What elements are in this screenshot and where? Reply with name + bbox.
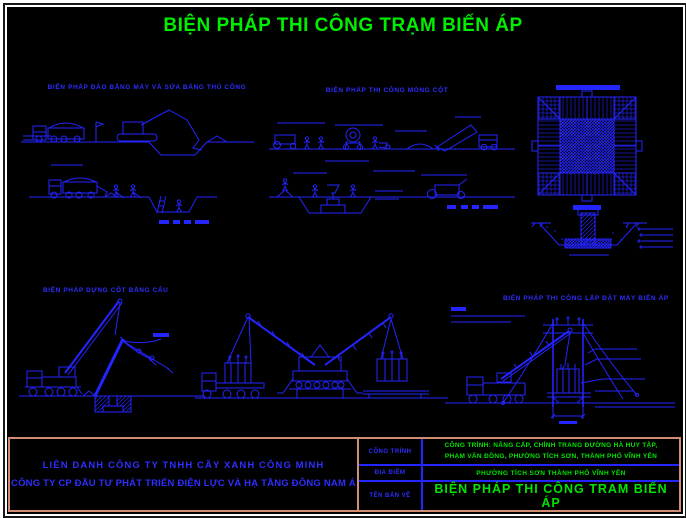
pole-erection-scene-drawing: [19, 298, 205, 413]
title-block: LIÊN DANH CÔNG TY TNHH CÂY XANH CÔNG MIN…: [8, 437, 681, 512]
foundation-drawing-title: BIỆN PHÁP THI CÔNG MÓNG CỘT: [325, 87, 449, 94]
transformer-installation-scene-drawing: [445, 307, 675, 424]
project-label: CÔNG TRÌNH: [359, 439, 423, 465]
foundation-plan-section-drawing: [531, 85, 673, 256]
location-value: PHƯỜNG TÍCH SƠN THÀNH PHỐ VĨNH YÊN: [476, 469, 626, 477]
title-block-rows: CÔNG TRÌNH CÔNG TRÌNH: NÂNG CẤP, CHỈNH T…: [359, 439, 679, 510]
title-block-row-project: CÔNG TRÌNH CÔNG TRÌNH: NÂNG CẤP, CHỈNH T…: [359, 439, 679, 467]
page-title: BIỆN PHÁP THI CÔNG TRẠM BIẾN ÁP: [163, 15, 523, 36]
project-value: CÔNG TRÌNH: NÂNG CẤP, CHỈNH TRANG ĐƯỜNG …: [423, 439, 679, 464]
project-value-line1: CÔNG TRÌNH: NÂNG CẤP, CHỈNH TRANG ĐƯỜNG …: [444, 441, 658, 449]
contractor-line2: CÔNG TY CP ĐẦU TƯ PHÁT TRIỂN ĐIỆN LỰC VÀ…: [11, 478, 356, 489]
transformer-install-drawing-title: BIỆN PHÁP THI CÔNG LẮP ĐẶT MÁY BIẾN ÁP: [503, 295, 669, 302]
transformer-lifting-scene-drawing: [195, 313, 448, 399]
drawing-canvas: BIỆN PHÁP THI CÔNG TRẠM BIẾN ÁP BIỆN PHÁ…: [7, 7, 683, 514]
title-block-row-location: ĐỊA ĐIỂM PHƯỜNG TÍCH SƠN THÀNH PHỐ VĨNH …: [359, 466, 679, 482]
pole-erection-drawing-title: BIỆN PHÁP DỰNG CỘT BẰNG CẨU: [43, 287, 169, 294]
excavation-scene-drawing: [21, 109, 254, 224]
contractor-cell: LIÊN DANH CÔNG TY TNHH CÂY XANH CÔNG MIN…: [10, 439, 359, 510]
drawing-name-label: TÊN BẢN VẼ: [359, 482, 423, 510]
location-label: ĐỊA ĐIỂM: [359, 466, 423, 480]
foundation-scene-drawing: [269, 116, 515, 214]
project-value-line2: PHẠM VĂN ĐỒNG, PHƯỜNG TÍCH SƠN, THÀNH PH…: [444, 452, 658, 460]
title-block-row-drawing-name: TÊN BẢN VẼ BIỆN PHÁP THI CÔNG TRAM BIẾN …: [359, 482, 679, 510]
contractor-line1: LIÊN DANH CÔNG TY TNHH CÂY XANH CÔNG MIN…: [42, 460, 325, 471]
drawing-name-value: BIỆN PHÁP THI CÔNG TRAM BIẾN ÁP: [434, 482, 668, 510]
sheet-frame: BIỆN PHÁP THI CÔNG TRẠM BIẾN ÁP BIỆN PHÁ…: [3, 3, 686, 518]
excavation-drawing-title: BIỆN PHÁP ĐÀO BẰNG MÁY VÀ SỬA BẰNG THỦ C…: [47, 84, 247, 91]
